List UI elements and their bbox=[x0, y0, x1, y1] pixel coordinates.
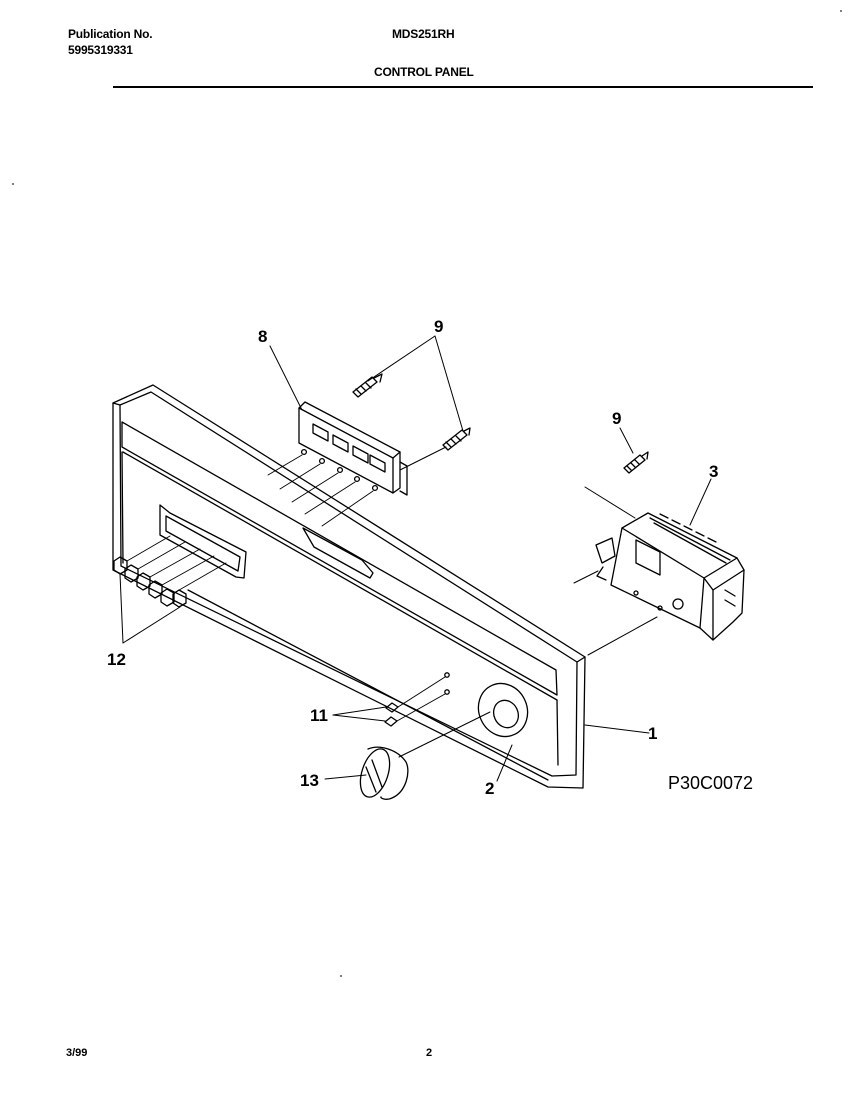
callout-8: 8 bbox=[258, 327, 267, 346]
page-number: 2 bbox=[426, 1047, 433, 1059]
callout-12: 12 bbox=[107, 650, 126, 669]
panel-screws bbox=[384, 702, 399, 727]
scan-speck bbox=[340, 975, 342, 977]
scan-speck bbox=[12, 183, 14, 185]
callout-13: 13 bbox=[300, 771, 319, 790]
switch-assembly bbox=[298, 401, 408, 496]
scan-speck bbox=[840, 10, 842, 12]
publication-number: 5995319331 bbox=[68, 43, 133, 57]
timer bbox=[595, 512, 745, 641]
header-rule bbox=[113, 86, 813, 88]
callout-1: 1 bbox=[648, 724, 657, 743]
screw-upper-left bbox=[352, 373, 383, 398]
callout-11: 11 bbox=[310, 706, 328, 725]
callout-9-upper: 9 bbox=[434, 317, 443, 336]
footer-date: 3/99 bbox=[66, 1047, 88, 1059]
publication-label: Publication No. bbox=[68, 27, 153, 41]
screw-timer bbox=[623, 451, 649, 474]
key-leader-lines bbox=[126, 535, 227, 594]
leader-lines bbox=[119, 335, 712, 782]
switch-leader-lines bbox=[267, 454, 374, 527]
control-panel bbox=[112, 384, 586, 789]
callout-3: 3 bbox=[709, 462, 718, 481]
screw-upper-right bbox=[442, 427, 471, 451]
section-title: CONTROL PANEL bbox=[374, 65, 474, 79]
button-keys bbox=[113, 556, 187, 608]
knob bbox=[359, 746, 409, 800]
figure-code: P30C0072 bbox=[668, 773, 753, 793]
callout-2: 2 bbox=[485, 779, 494, 798]
model-number: MDS251RH bbox=[392, 27, 455, 41]
callout-9-timer: 9 bbox=[612, 409, 621, 428]
